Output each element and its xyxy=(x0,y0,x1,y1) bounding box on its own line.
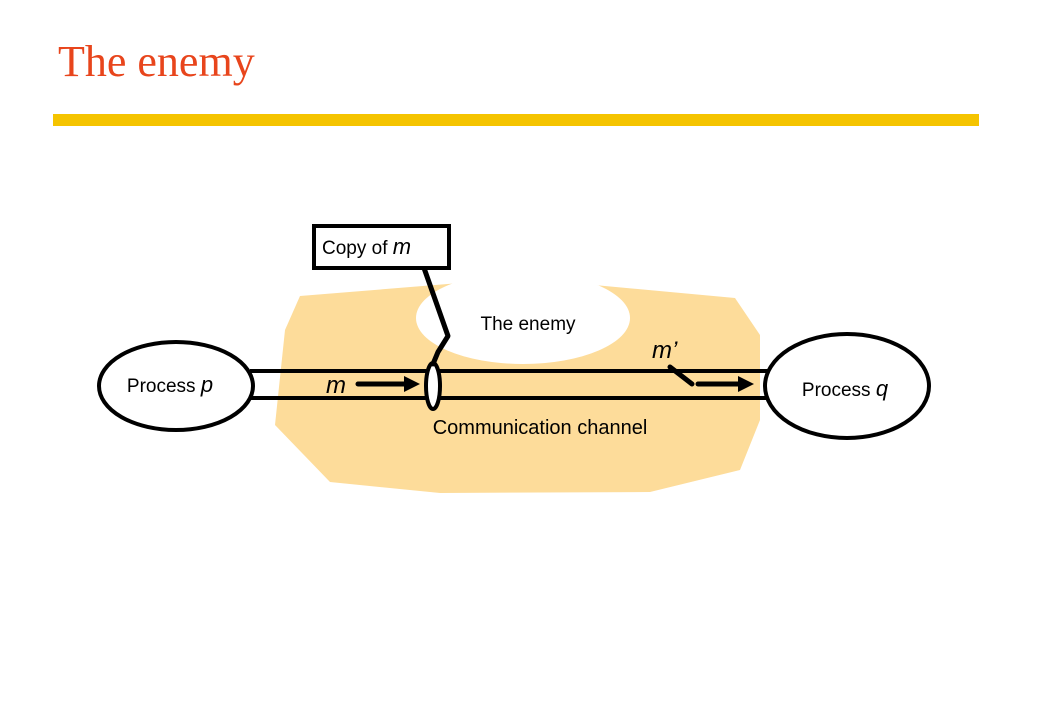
message-m-prime-arrowhead xyxy=(738,376,754,392)
copy-box xyxy=(312,224,451,270)
process-p-label: Process p xyxy=(127,372,213,397)
process-q-node xyxy=(763,332,931,440)
injection-wire xyxy=(667,364,695,387)
process-q-label: Process q xyxy=(802,376,889,401)
title-underline xyxy=(53,114,979,126)
process-p-node xyxy=(97,340,255,432)
channel-label: Communication channel xyxy=(433,417,648,439)
tap-point xyxy=(424,361,442,411)
message-m-prime-label: m’ xyxy=(652,337,678,364)
process-q-var: q xyxy=(876,376,889,401)
process-p-prefix: Process xyxy=(127,376,201,397)
process-p-var: p xyxy=(200,372,213,397)
copy-box-prefix: Copy of xyxy=(322,238,393,259)
process-q-prefix: Process xyxy=(802,380,876,401)
message-m-arrowhead xyxy=(404,376,420,392)
copy-box-label: Copy of m xyxy=(322,234,411,259)
slide-title: The enemy xyxy=(58,37,255,86)
copy-box-var: m xyxy=(393,234,411,259)
message-m-label: m xyxy=(326,372,346,399)
enemy-label: The enemy xyxy=(480,314,576,335)
enemy-ellipse xyxy=(416,272,630,364)
enemy-region xyxy=(275,280,760,493)
tap-wire xyxy=(421,265,451,367)
